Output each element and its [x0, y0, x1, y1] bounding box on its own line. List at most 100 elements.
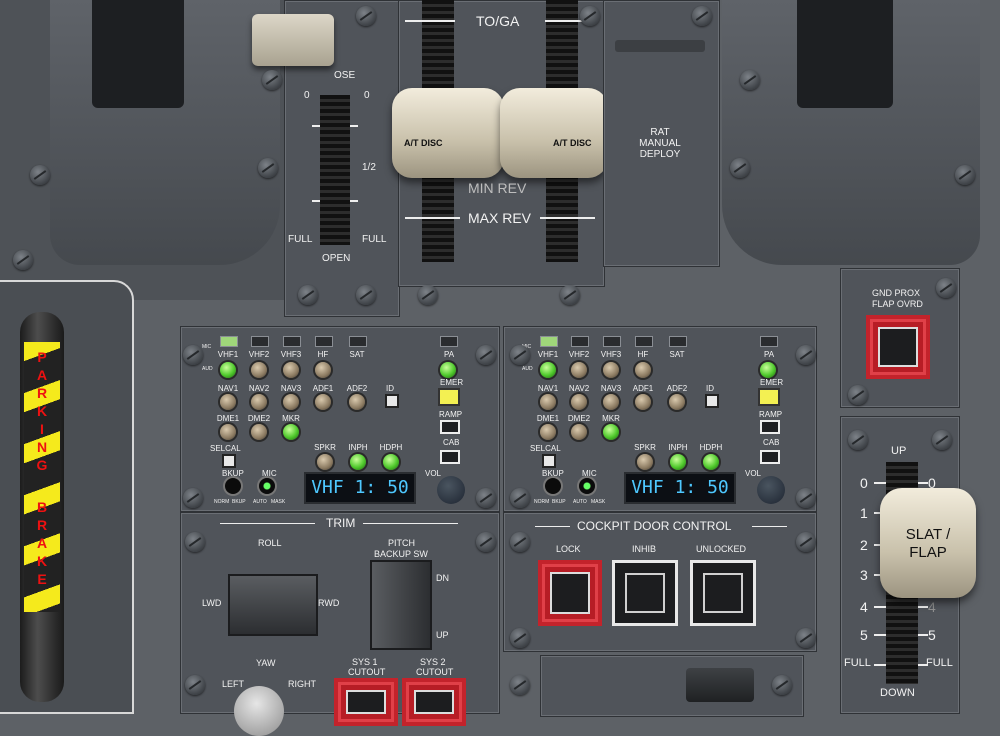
- audio-row3-label: MKR: [282, 414, 300, 423]
- auto-label: AUTO: [253, 499, 267, 505]
- emer-button[interactable]: [438, 388, 460, 406]
- at-disc-right-button[interactable]: A/T DISC: [553, 138, 592, 148]
- yaw-trim-knob[interactable]: [234, 686, 284, 736]
- selcal-button[interactable]: [542, 454, 556, 468]
- audio-row1-label: HF: [317, 350, 329, 359]
- speedbrake-handle[interactable]: [252, 14, 334, 66]
- panel-screw: [796, 488, 816, 508]
- aud-label: AUD: [522, 366, 533, 372]
- door-lock-button[interactable]: [550, 572, 590, 614]
- flap-tick-left: [874, 664, 886, 666]
- mic-select-cap[interactable]: [635, 336, 653, 347]
- door-unlocked-button[interactable]: [690, 560, 756, 626]
- mic-mode-knob[interactable]: [259, 478, 275, 494]
- door-lock-guard[interactable]: [538, 560, 602, 626]
- speaker-volume-knob[interactable]: [670, 454, 686, 470]
- mic-select-cap[interactable]: [220, 336, 238, 347]
- pitch-trim-backup-switch[interactable]: [370, 560, 432, 650]
- gpws-flap-override-guard[interactable]: [866, 315, 930, 379]
- nav-volume-knob[interactable]: [220, 394, 236, 410]
- nav-volume-knob[interactable]: [315, 394, 331, 410]
- audio-row4-label: HDPH: [699, 443, 723, 452]
- audio-volume-knob[interactable]: [603, 362, 619, 378]
- nav-volume-knob[interactable]: [669, 394, 685, 410]
- dme-volume-knob[interactable]: [540, 424, 556, 440]
- audio-volume-knob[interactable]: [635, 362, 651, 378]
- audio-row1-label: SAT: [349, 350, 365, 359]
- backup-mode-knob[interactable]: [225, 478, 241, 494]
- pa-volume-knob[interactable]: [760, 362, 776, 378]
- mic-select-cap[interactable]: [540, 336, 558, 347]
- dme-volume-knob[interactable]: [603, 424, 619, 440]
- nav-volume-knob[interactable]: [635, 394, 651, 410]
- gpws-flap-override-switch[interactable]: [878, 327, 918, 367]
- master-volume-knob[interactable]: [757, 476, 785, 504]
- nav-volume-knob[interactable]: [571, 394, 587, 410]
- panel-screw: [183, 345, 203, 365]
- roll-trim-switch[interactable]: [228, 574, 318, 636]
- dme-volume-knob[interactable]: [251, 424, 267, 440]
- cab-button[interactable]: [440, 450, 460, 464]
- dme-volume-knob[interactable]: [220, 424, 236, 440]
- mic-select-cap[interactable]: [603, 336, 621, 347]
- speaker-volume-knob[interactable]: [383, 454, 399, 470]
- audio-volume-knob[interactable]: [251, 362, 267, 378]
- audio-row1-label: VHF2: [568, 350, 590, 359]
- backup-mode-knob[interactable]: [545, 478, 561, 494]
- pa-cap[interactable]: [760, 336, 778, 347]
- selcal-button[interactable]: [222, 454, 236, 468]
- mic-select-cap[interactable]: [571, 336, 589, 347]
- sys1-cutout-guard[interactable]: [334, 678, 398, 726]
- rat-label-1: RAT: [650, 127, 670, 138]
- mic-select-cap[interactable]: [315, 336, 333, 347]
- speaker-volume-knob[interactable]: [703, 454, 719, 470]
- audio-volume-knob[interactable]: [283, 362, 299, 378]
- pa-volume-knob[interactable]: [440, 362, 456, 378]
- trim-right-label: RIGHT: [288, 679, 316, 689]
- dme-volume-knob[interactable]: [571, 424, 587, 440]
- slat-flap-handle[interactable]: SLAT / FLAP: [880, 488, 976, 598]
- cab-button[interactable]: [760, 450, 780, 464]
- ramp-button[interactable]: [440, 420, 460, 434]
- ident-button[interactable]: [385, 394, 399, 408]
- audio-volume-knob[interactable]: [571, 362, 587, 378]
- rat-handle-recess[interactable]: [615, 40, 705, 52]
- speaker-volume-knob[interactable]: [350, 454, 366, 470]
- audio-row2-label: NAV3: [600, 384, 622, 393]
- mic-select-cap[interactable]: [251, 336, 269, 347]
- throttle-lever-left[interactable]: [392, 88, 504, 178]
- audio-row2-label: ADF1: [312, 384, 334, 393]
- lower-switch[interactable]: [686, 668, 754, 702]
- master-volume-knob[interactable]: [437, 476, 465, 504]
- flap-tick-right: [918, 664, 928, 666]
- mic-mode-knob[interactable]: [579, 478, 595, 494]
- ident-button[interactable]: [705, 394, 719, 408]
- nav-volume-knob[interactable]: [603, 394, 619, 410]
- emer-button[interactable]: [758, 388, 780, 406]
- sys2-cutout-guard[interactable]: [402, 678, 466, 726]
- at-disc-left-button[interactable]: A/T DISC: [404, 138, 443, 148]
- audio-volume-knob[interactable]: [540, 362, 556, 378]
- dme-volume-knob[interactable]: [283, 424, 299, 440]
- nav-volume-knob[interactable]: [251, 394, 267, 410]
- ramp-button[interactable]: [760, 420, 780, 434]
- mic-select-cap[interactable]: [283, 336, 301, 347]
- door-inhib-button[interactable]: [612, 560, 678, 626]
- audio-row2-label: NAV2: [248, 384, 270, 393]
- panel-screw: [936, 278, 956, 298]
- audio-volume-knob[interactable]: [220, 362, 236, 378]
- audio-volume-knob[interactable]: [315, 362, 331, 378]
- speaker-volume-knob[interactable]: [317, 454, 333, 470]
- mic-select-cap[interactable]: [669, 336, 687, 347]
- throttle-lever-right[interactable]: [500, 88, 608, 178]
- panel-screw: [13, 250, 33, 270]
- nav-volume-knob[interactable]: [349, 394, 365, 410]
- mic-select-cap[interactable]: [349, 336, 367, 347]
- pa-cap[interactable]: [440, 336, 458, 347]
- flap-mark-right: FULL: [926, 657, 953, 669]
- speaker-volume-knob[interactable]: [637, 454, 653, 470]
- nav-volume-knob[interactable]: [283, 394, 299, 410]
- panel-screw: [258, 158, 278, 178]
- nav-volume-knob[interactable]: [540, 394, 556, 410]
